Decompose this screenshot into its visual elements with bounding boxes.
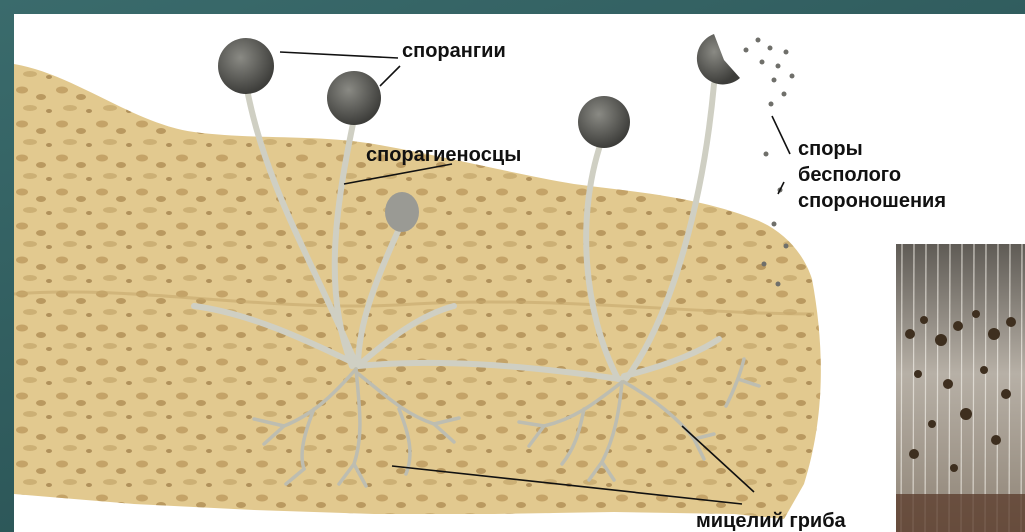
diagram-panel: спорангии спорагиеноcцы споры бесполого … — [14, 14, 1025, 532]
sporangium — [327, 71, 381, 125]
label-spores-line1: споры — [798, 138, 863, 160]
label-sporangia: спорангии — [402, 40, 506, 62]
mold-photo-art — [896, 244, 1025, 532]
label-spores-line2: бесполого — [798, 164, 901, 186]
label-sporangiophores: спорагиеноcцы — [366, 144, 521, 166]
sporangium — [578, 96, 630, 148]
label-spores-line3: спороношения — [798, 190, 946, 212]
label-mycelium: мицелий гриба — [696, 510, 846, 532]
mold-diagram — [14, 14, 1025, 532]
sporangium — [218, 38, 274, 94]
sporangium-bursting — [697, 34, 740, 84]
mold-photo — [896, 244, 1025, 532]
sporangium — [385, 192, 419, 232]
